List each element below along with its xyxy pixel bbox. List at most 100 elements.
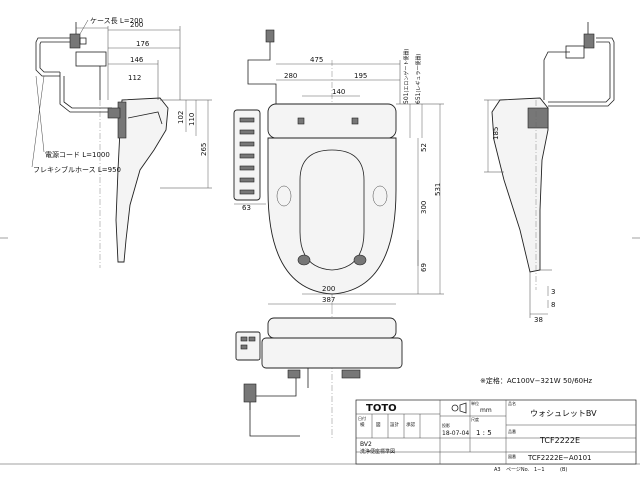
supply-pipe-inner: [39, 41, 70, 73]
drawing-number: TCF2222E−A0101: [527, 454, 592, 462]
front-cord-end: [249, 402, 300, 437]
front-inlet-left: [287, 369, 301, 379]
revision-label: (B): [560, 467, 567, 473]
paper-size: A3: [494, 467, 501, 473]
remote-button-3: [239, 141, 255, 147]
seat-opening: [299, 149, 365, 271]
remote-button-6: [239, 177, 255, 183]
scale-label: 尺度: [471, 416, 479, 422]
right-pipe-top: [543, 51, 570, 100]
name-label: 品名: [508, 400, 516, 406]
page-label: ページNo.: [506, 467, 530, 473]
front-view: [235, 308, 403, 440]
dim-265: 265: [200, 143, 208, 156]
stop-valve: [69, 33, 81, 49]
dim-387: 387: [322, 296, 335, 304]
inlet-unit: [75, 51, 107, 67]
projection-symbol-circle: [451, 404, 459, 412]
valve-cap: [79, 37, 87, 45]
plan-plug: [265, 29, 275, 43]
right-pipe-inner: [548, 41, 611, 103]
right-pipe-outer: [548, 37, 615, 107]
dim-531: 531: [434, 183, 442, 196]
callout-flexible-hose: フレキシブルホース L=950: [33, 165, 121, 174]
leader-power-cord: [35, 75, 45, 153]
remote-holder: [107, 107, 121, 119]
remote-button-2: [239, 129, 255, 135]
brand-logo: TOTO: [366, 403, 397, 414]
title-block: [355, 399, 637, 465]
remote-button-1: [239, 117, 255, 123]
seat-lid-edge: [127, 111, 163, 125]
dim-651: 651(レギュラー便器): [415, 54, 422, 104]
model-number: TCF2222E: [539, 436, 580, 445]
unit-label: 単位: [471, 400, 479, 406]
front-remote-btn-3: [240, 344, 248, 350]
series-name: 洗浄便座標準図: [360, 448, 395, 455]
projection-symbol-cone: [459, 402, 467, 414]
dim-200-top: 200: [130, 21, 143, 29]
drawing-label: 図番: [508, 453, 516, 459]
front-remote-btn-2: [248, 336, 256, 342]
dim-146: 146: [130, 56, 144, 64]
dim-140: 140: [332, 88, 345, 96]
projection-label: 投影: [442, 422, 450, 428]
dim-195: 195: [354, 72, 367, 80]
sign-label-1: 検: [360, 421, 365, 428]
dim-69: 69: [420, 263, 428, 272]
dim-110: 110: [188, 113, 196, 126]
seat-bolt-right: [351, 117, 359, 125]
date-value: 18-07-04: [442, 430, 469, 437]
dim-102: 102: [177, 111, 185, 124]
front-lid: [267, 317, 397, 339]
callout-power-cord: 電源コード L=1000: [45, 150, 110, 159]
seat-bumper-right: [372, 185, 388, 207]
remote-button-7: [239, 189, 255, 195]
leader-hose-top: [79, 19, 89, 35]
supply-pipe-outer: [35, 37, 70, 77]
unit-value: mm: [480, 407, 492, 414]
dim-501: 501(エロンゲート便器): [403, 49, 410, 104]
remote-button-5: [239, 165, 255, 171]
dim-475: 475: [310, 56, 323, 64]
dim-280: 280: [284, 72, 297, 80]
seat-bolt-left: [297, 117, 305, 125]
right-heater-box: [527, 107, 549, 129]
front-inlet-right: [341, 369, 361, 379]
seat-ring: [267, 137, 397, 295]
series-code: BV2: [360, 441, 372, 448]
dim-3: 3: [551, 288, 555, 296]
seat-body-profile: [115, 97, 169, 263]
dim-176: 176: [136, 40, 150, 48]
date-label: 日付: [358, 415, 366, 421]
model-label: 品番: [508, 428, 516, 434]
side-view-right: [484, 22, 615, 318]
sign-label-4: 承認: [406, 421, 415, 428]
sign-label-3: 設計: [390, 421, 399, 428]
title-block-frame: [355, 399, 637, 465]
dim-185: 185: [492, 127, 500, 140]
front-cord: [249, 378, 297, 410]
scale-value: 1 : 5: [476, 429, 492, 437]
dim-52: 52: [420, 143, 428, 152]
seat-bumper-left: [276, 185, 292, 207]
sign-label-2: 図: [376, 422, 381, 428]
plan-view: [233, 29, 444, 308]
front-remote: [235, 331, 261, 361]
side-view-left: [35, 22, 212, 268]
dim-112: 112: [128, 74, 141, 82]
plan-power-cord: [247, 42, 277, 104]
callout-hose-top: ケース長 L=200: [90, 17, 143, 25]
product-name: ウォシュレットBV: [530, 409, 597, 418]
spec-note: ※定格：AC100V−321W 50/60Hz: [480, 376, 592, 385]
page-value: 1−1: [534, 467, 545, 473]
front-plug: [243, 383, 257, 403]
right-valve: [583, 33, 595, 49]
dim-38: 38: [534, 316, 543, 324]
hose-run-2: [63, 76, 112, 109]
seat-foot-right: [353, 254, 367, 266]
remote-button-4: [239, 153, 255, 159]
dim-200-bottom: 200: [322, 285, 335, 293]
right-inlet: [565, 45, 585, 59]
